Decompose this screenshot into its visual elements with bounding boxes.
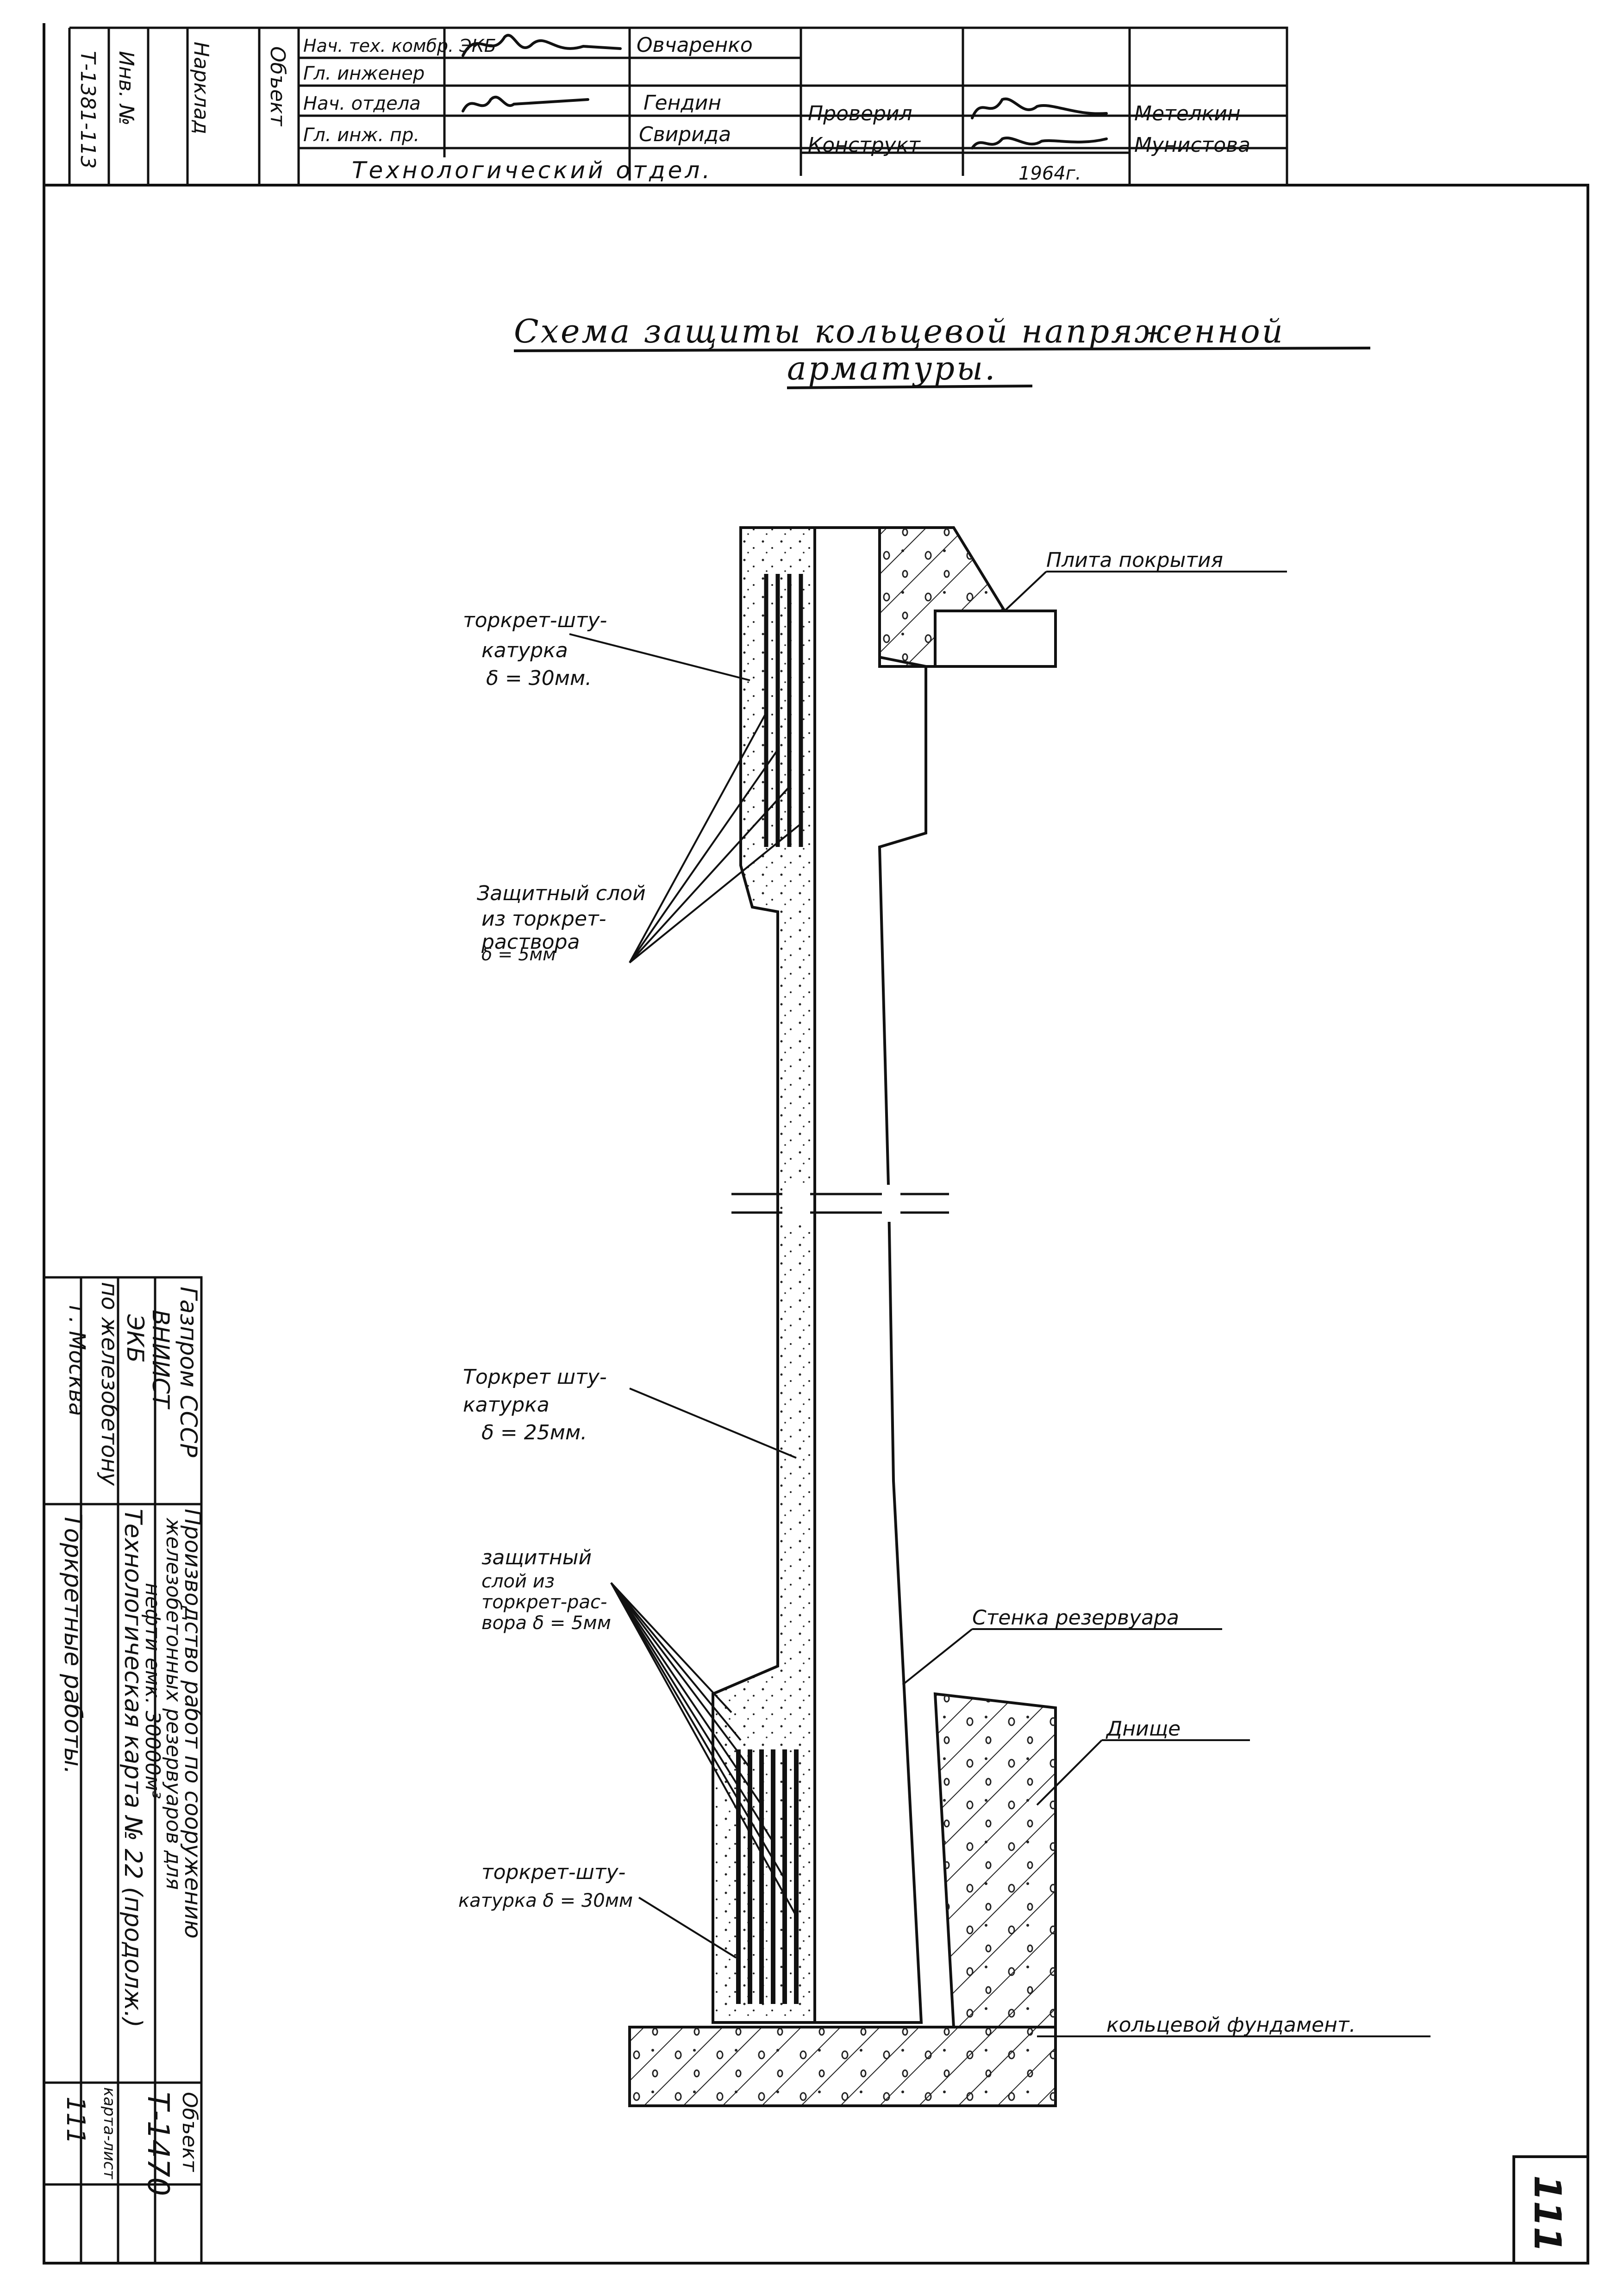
bb-org-1: Газпром СССР — [175, 1287, 202, 1457]
label-torkret-bot-2: катурка δ = 30мм — [458, 1890, 633, 1911]
bb-work-2: железобетонных резервуаров для — [162, 1518, 185, 1890]
tb-name-3: Гендин — [643, 91, 721, 115]
bottom-block-grid — [43, 1276, 203, 2265]
tb-year: 1964г. — [1018, 163, 1081, 184]
label-protect-top-1: Защитный слой — [477, 882, 646, 905]
tb-department: Технологический отдел. — [352, 157, 712, 184]
tb-left-col-3: Нарклад — [189, 42, 213, 134]
bottom-slab — [933, 1692, 1057, 2028]
label-dnische: Днище — [1106, 1717, 1181, 1741]
tb-designer-name: Мунистова — [1134, 133, 1250, 157]
bottom-block-text: Газпром СССР ВНИИСТ ЭКБ по железобетону … — [59, 1282, 206, 2196]
tb-role-2: Гл. инженер — [303, 63, 425, 84]
label-protect-bot-2: слой из — [481, 1571, 555, 1592]
bb-work-3: нефти емк. 30000м³ — [141, 1583, 164, 1799]
signature-4 — [971, 137, 1108, 149]
tb-checked-label: Проверил — [808, 102, 912, 125]
upper-reinforcement — [764, 574, 803, 847]
tb-role-4: Гл. инж. пр. — [303, 124, 419, 146]
label-torkret-mid-3: δ = 25мм. — [481, 1421, 587, 1444]
bb-object-value: Т-1470 — [141, 2092, 175, 2196]
drawing-labels: Плита покрытия торкрет-шту- катурка δ = … — [458, 548, 1355, 2037]
tb-left-col-4: Объект — [266, 46, 289, 127]
lower-reinforcement — [736, 1749, 799, 2004]
drawing-title-line1: Схема защиты кольцевой напряженной — [514, 312, 1285, 350]
tb-role-1: Нач. тех. комбр. ЭКБ — [303, 36, 496, 56]
tb-name-1: Овчаренко — [637, 33, 753, 57]
bb-sheet-label: карта-лист — [100, 2087, 119, 2179]
label-fundament: кольцевой фундамент. — [1106, 2013, 1355, 2037]
label-protect-top-2: из торкрет- — [481, 907, 606, 931]
label-torkret-mid-1: Торкрет шту- — [463, 1365, 607, 1389]
label-torkret-top-1: торкрет-шту- — [463, 609, 607, 632]
page-number: 111 — [1526, 2175, 1569, 2252]
bb-org-4: по железобетону — [96, 1282, 122, 1486]
label-torkret-mid-2: катурка — [463, 1393, 550, 1417]
tb-checked-name: Метелкин — [1134, 102, 1241, 125]
signature-2 — [462, 95, 589, 112]
bb-work-1: Производство работ по сооружению — [180, 1509, 206, 1939]
bb-org-2: ВНИИСТ — [147, 1310, 174, 1410]
leader-lines — [569, 571, 1430, 2037]
signature-1 — [462, 34, 622, 57]
label-protect-top-4: δ = 5мм — [481, 944, 556, 964]
roof-slab — [878, 526, 1057, 668]
label-torkret-bot-1: торкрет-шту- — [481, 1860, 625, 1884]
label-stenka: Стенка резервуара — [972, 1606, 1179, 1630]
title-block-grid — [68, 26, 1288, 185]
bb-org-5: г. Москва — [64, 1305, 90, 1416]
signature-3 — [971, 97, 1108, 119]
drawing-title-line2: арматуры. — [787, 349, 997, 387]
label-protect-bot-1: защитный — [481, 1546, 592, 1569]
page-number-box: 111 — [1512, 2155, 1589, 2265]
ring-foundation — [628, 2026, 1057, 2107]
title-block-text: Нач. тех. комбр. ЭКБ Гл. инженер Нач. от… — [76, 33, 1250, 184]
signatures — [462, 34, 1108, 149]
tb-left-col-2: Инв. № — [114, 51, 138, 125]
bb-card: Технологическая карта № 22 (продолж.) — [119, 1509, 147, 2028]
drawing-title: Схема защиты кольцевой напряженной армат… — [513, 312, 1371, 389]
bb-subject: Торкретные работы. — [59, 1513, 87, 1774]
label-protect-bot-4: вора δ = 5мм — [481, 1612, 611, 1634]
tb-left-col-1: Т-1381-113 — [76, 51, 100, 169]
tb-designer-label: Конструкт — [808, 133, 921, 157]
label-torkret-top-3: δ = 30мм. — [486, 666, 592, 690]
label-protect-bot-3: торкрет-рас- — [481, 1592, 607, 1613]
bb-org-3: ЭКБ — [122, 1314, 149, 1363]
label-plita: Плита покрытия — [1046, 548, 1223, 572]
label-protect-top-3: раствора — [481, 930, 580, 954]
bb-object-label: Объект — [178, 2092, 201, 2172]
bb-sheet-value: 111 — [61, 2097, 90, 2144]
tb-name-4: Свирида — [639, 123, 731, 146]
tb-role-3: Нач. отдела — [303, 93, 421, 114]
label-torkret-top-2: катурка — [481, 639, 568, 662]
